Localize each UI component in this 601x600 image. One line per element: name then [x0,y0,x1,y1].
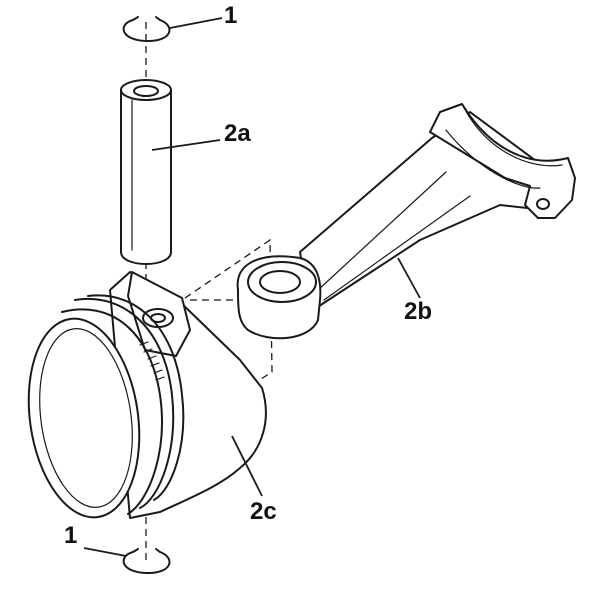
piston [27,271,267,519]
piston-pin [120,79,172,265]
label-circlip-bottom: 1 [64,522,78,549]
connecting-rod [236,103,576,340]
label-piston: 2c [250,498,277,525]
circlip-top [122,16,171,43]
leader-piston-pin [151,139,221,151]
leader-piston [231,435,263,497]
label-circlip-top: 1 [224,2,238,29]
leader-connecting-rod [397,257,421,299]
label-piston-pin: 2a [224,120,251,147]
leader-circlip-top [169,17,223,29]
leader-lines [83,17,421,557]
leader-circlip-bottom [83,547,127,557]
circlip-bottom [122,548,171,575]
label-connecting-rod: 2b [404,298,433,325]
